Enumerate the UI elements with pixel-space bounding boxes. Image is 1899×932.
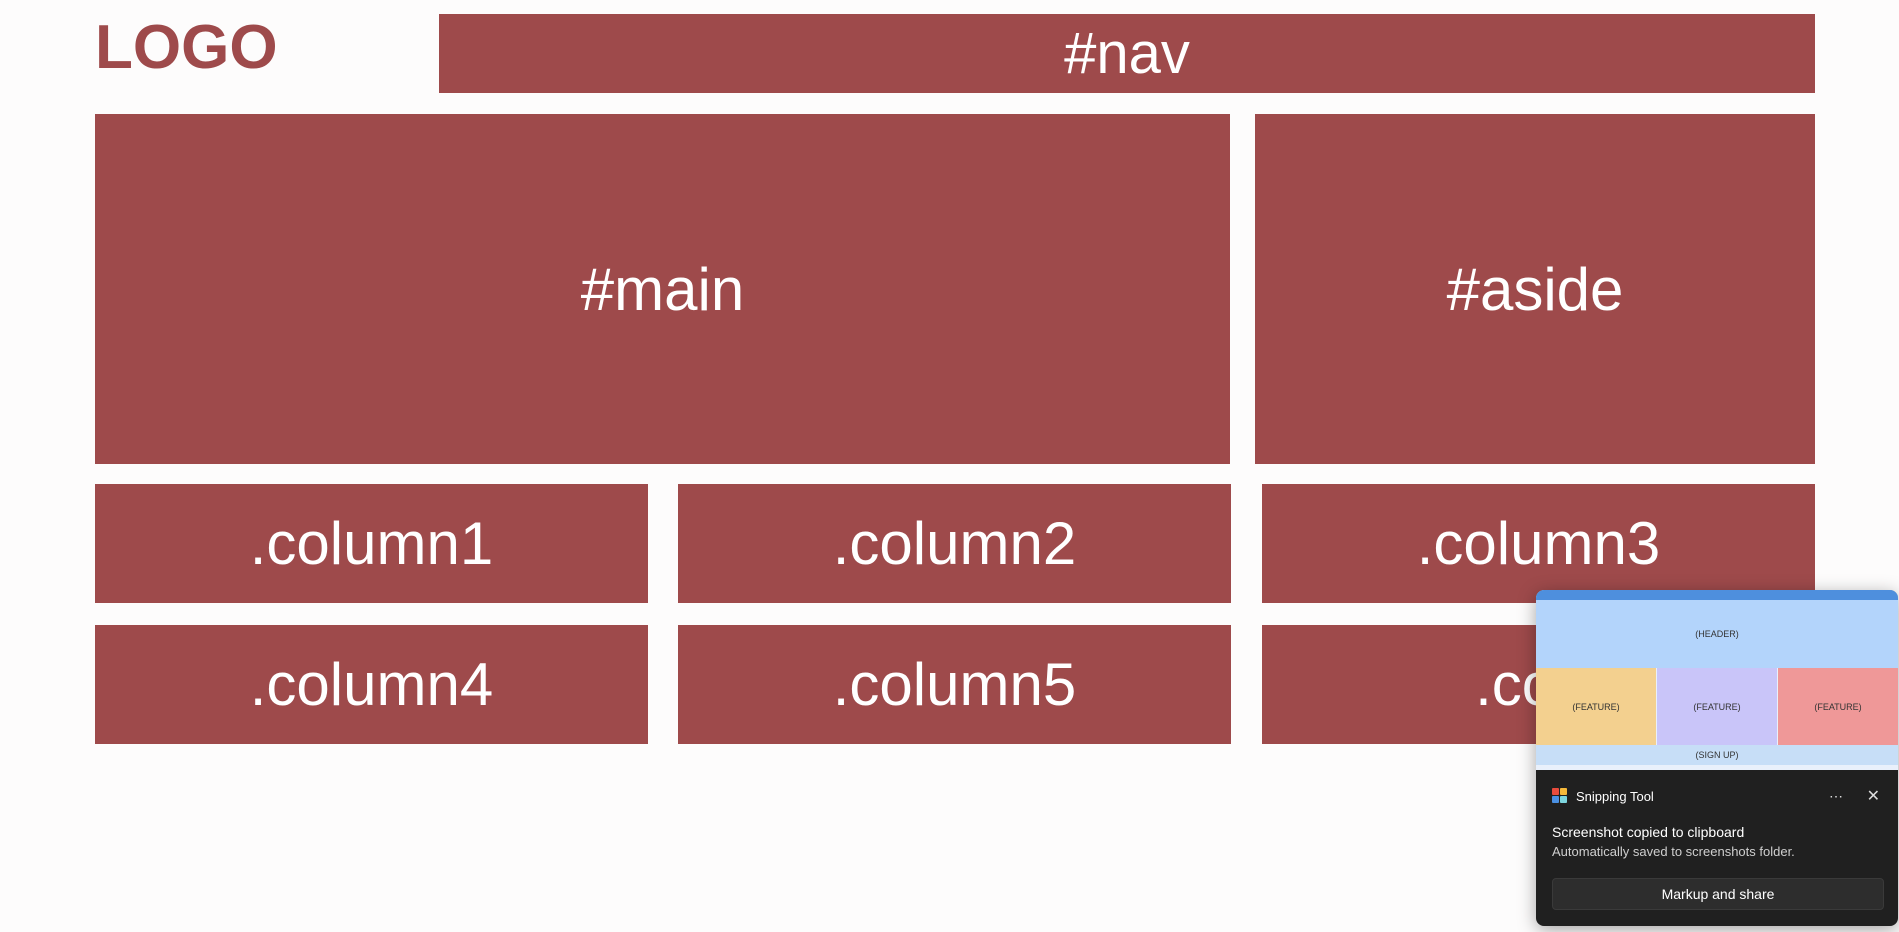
thumbnail-feature: (FEATURE) xyxy=(1657,668,1777,745)
snipping-tool-notification[interactable]: (HEADER) (FEATURE) (FEATURE) (FEATURE) (… xyxy=(1536,590,1898,926)
more-options-icon[interactable]: ⋯ xyxy=(1829,787,1844,804)
column4-block: .column4 xyxy=(95,625,648,744)
column3-block: .column3 xyxy=(1262,484,1815,603)
thumbnail-signup: (SIGN UP) xyxy=(1536,745,1898,765)
thumbnail-header: (HEADER) xyxy=(1536,600,1898,668)
screenshot-thumbnail[interactable]: (HEADER) (FEATURE) (FEATURE) (FEATURE) (… xyxy=(1536,590,1898,770)
aside-block: #aside xyxy=(1255,114,1815,464)
markup-and-share-button[interactable]: Markup and share xyxy=(1552,878,1884,910)
main-block: #main xyxy=(95,114,1230,464)
thumbnail-feature: (FEATURE) xyxy=(1778,668,1898,745)
logo: LOGO xyxy=(95,13,278,82)
notification-subtitle: Automatically saved to screenshots folde… xyxy=(1552,844,1795,859)
app-name: Snipping Tool xyxy=(1576,788,1654,804)
snipping-tool-icon xyxy=(1552,788,1568,804)
notification-title: Screenshot copied to clipboard xyxy=(1552,824,1745,840)
column5-block: .column5 xyxy=(678,625,1231,744)
thumbnail-feature: (FEATURE) xyxy=(1536,668,1656,745)
nav-block: #nav xyxy=(439,14,1815,93)
thumbnail-topbar xyxy=(1536,590,1898,600)
column1-block: .column1 xyxy=(95,484,648,603)
close-icon[interactable]: ✕ xyxy=(1866,788,1880,805)
notification-header: Snipping Tool ⋯ ✕ xyxy=(1552,784,1886,808)
column2-block: .column2 xyxy=(678,484,1231,603)
